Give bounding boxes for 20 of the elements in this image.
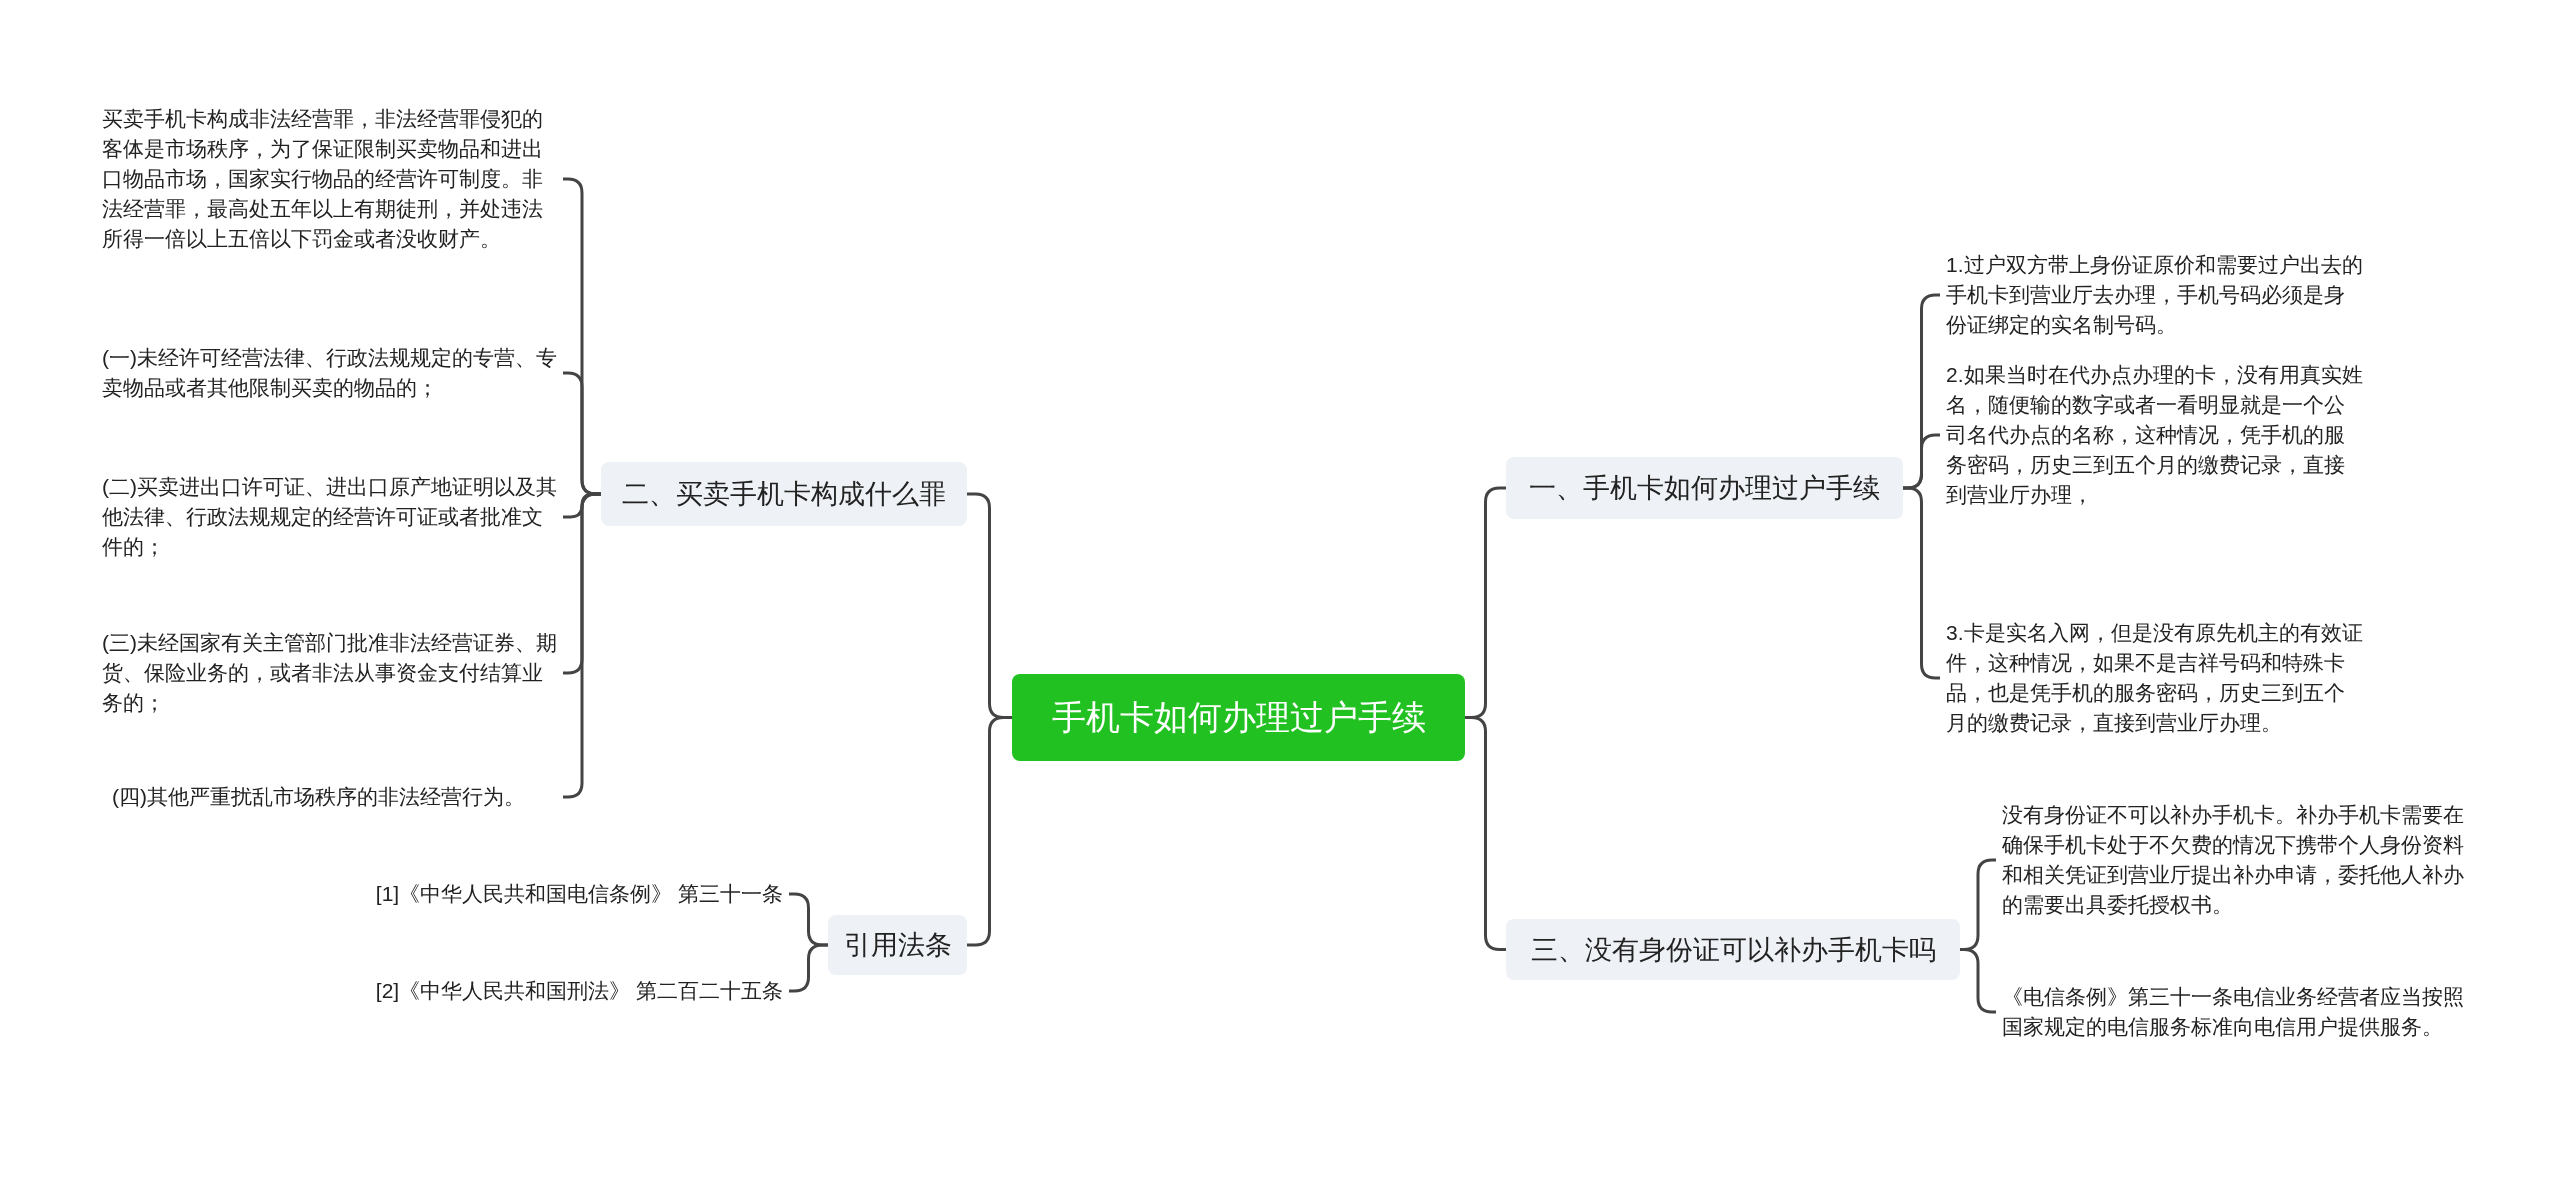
topic-text: 1.过户双方带上身份证原价和需要过户出去的手机卡到营业厅去办理，手机号码必须是身份证绑定的实名制号码。 bbox=[1940, 250, 2370, 340]
topic-box: 二、买卖手机卡构成什么罪 bbox=[601, 462, 967, 526]
topic-box: 引用法条 bbox=[828, 915, 967, 975]
topic-box: 三、没有身份证可以补办手机卡吗 bbox=[1506, 919, 1960, 980]
connector bbox=[1465, 716, 1506, 951]
topic-text: (四)其他严重扰乱市场秩序的非法经营行为。 bbox=[106, 782, 563, 812]
central-topic-box: 手机卡如何办理过户手续 bbox=[1012, 674, 1465, 761]
topic-text: 3.卡是实名入网，但是没有原先机主的有效证件，这种情况，如果不是吉祥号码和特殊卡品，也是凭手机的服务密码，历史三到五个月的缴费记录，直接到营业厅办理。 bbox=[1940, 618, 2370, 738]
topic-text: [2]《中华人民共和国刑法》 第二百二十五条 bbox=[320, 976, 789, 1006]
connector bbox=[967, 716, 1012, 947]
topic-box: 一、手机卡如何办理过户手续 bbox=[1506, 457, 1903, 519]
topic-text: 没有身份证不可以补办手机卡。补办手机卡需要在确保手机卡处于不欠费的情况下携带个人身份资料和相关凭证到营业厅提出补办申请，委托他人补办的需要出具委托授权书。 bbox=[1996, 800, 2472, 920]
topic-text: 2.如果当时在代办点办理的卡，没有用真实姓名，随便输的数字或者一看明显就是一个公司名代办点的名称，这种情况，凭手机的服务密码，历史三到五个月的缴费记录，直接到营业厅办理， bbox=[1940, 360, 2370, 510]
topic-text: (一)未经许可经营法律、行政法规规定的专营、专卖物品或者其他限制买卖的物品的； bbox=[96, 343, 563, 403]
topic-text: (三)未经国家有关主管部门批准非法经营证券、期货、保险业务的，或者非法从事资金支付结算业务的； bbox=[96, 628, 563, 718]
topic-text: (二)买卖进出口许可证、进出口原产地证明以及其他法律、行政法规规定的经营许可证或者批准文件的； bbox=[96, 472, 563, 562]
connector bbox=[789, 943, 828, 993]
topic-text: 买卖手机卡构成非法经营罪，非法经营罪侵犯的客体是市场秩序，为了保证限制买卖物品和进出口物品市场，国家实行物品的经营许可制度。非法经营罪，最高处五年以上有期徒刑，并处违法所得一倍以上五倍以下罚金或者没收财产。 bbox=[96, 104, 563, 254]
topic-text: 《电信条例》第三十一条电信业务经营者应当按照国家规定的电信服务标准向电信用户提供服务。 bbox=[1996, 982, 2472, 1042]
topic-text: [1]《中华人民共和国电信条例》 第三十一条 bbox=[320, 879, 789, 909]
